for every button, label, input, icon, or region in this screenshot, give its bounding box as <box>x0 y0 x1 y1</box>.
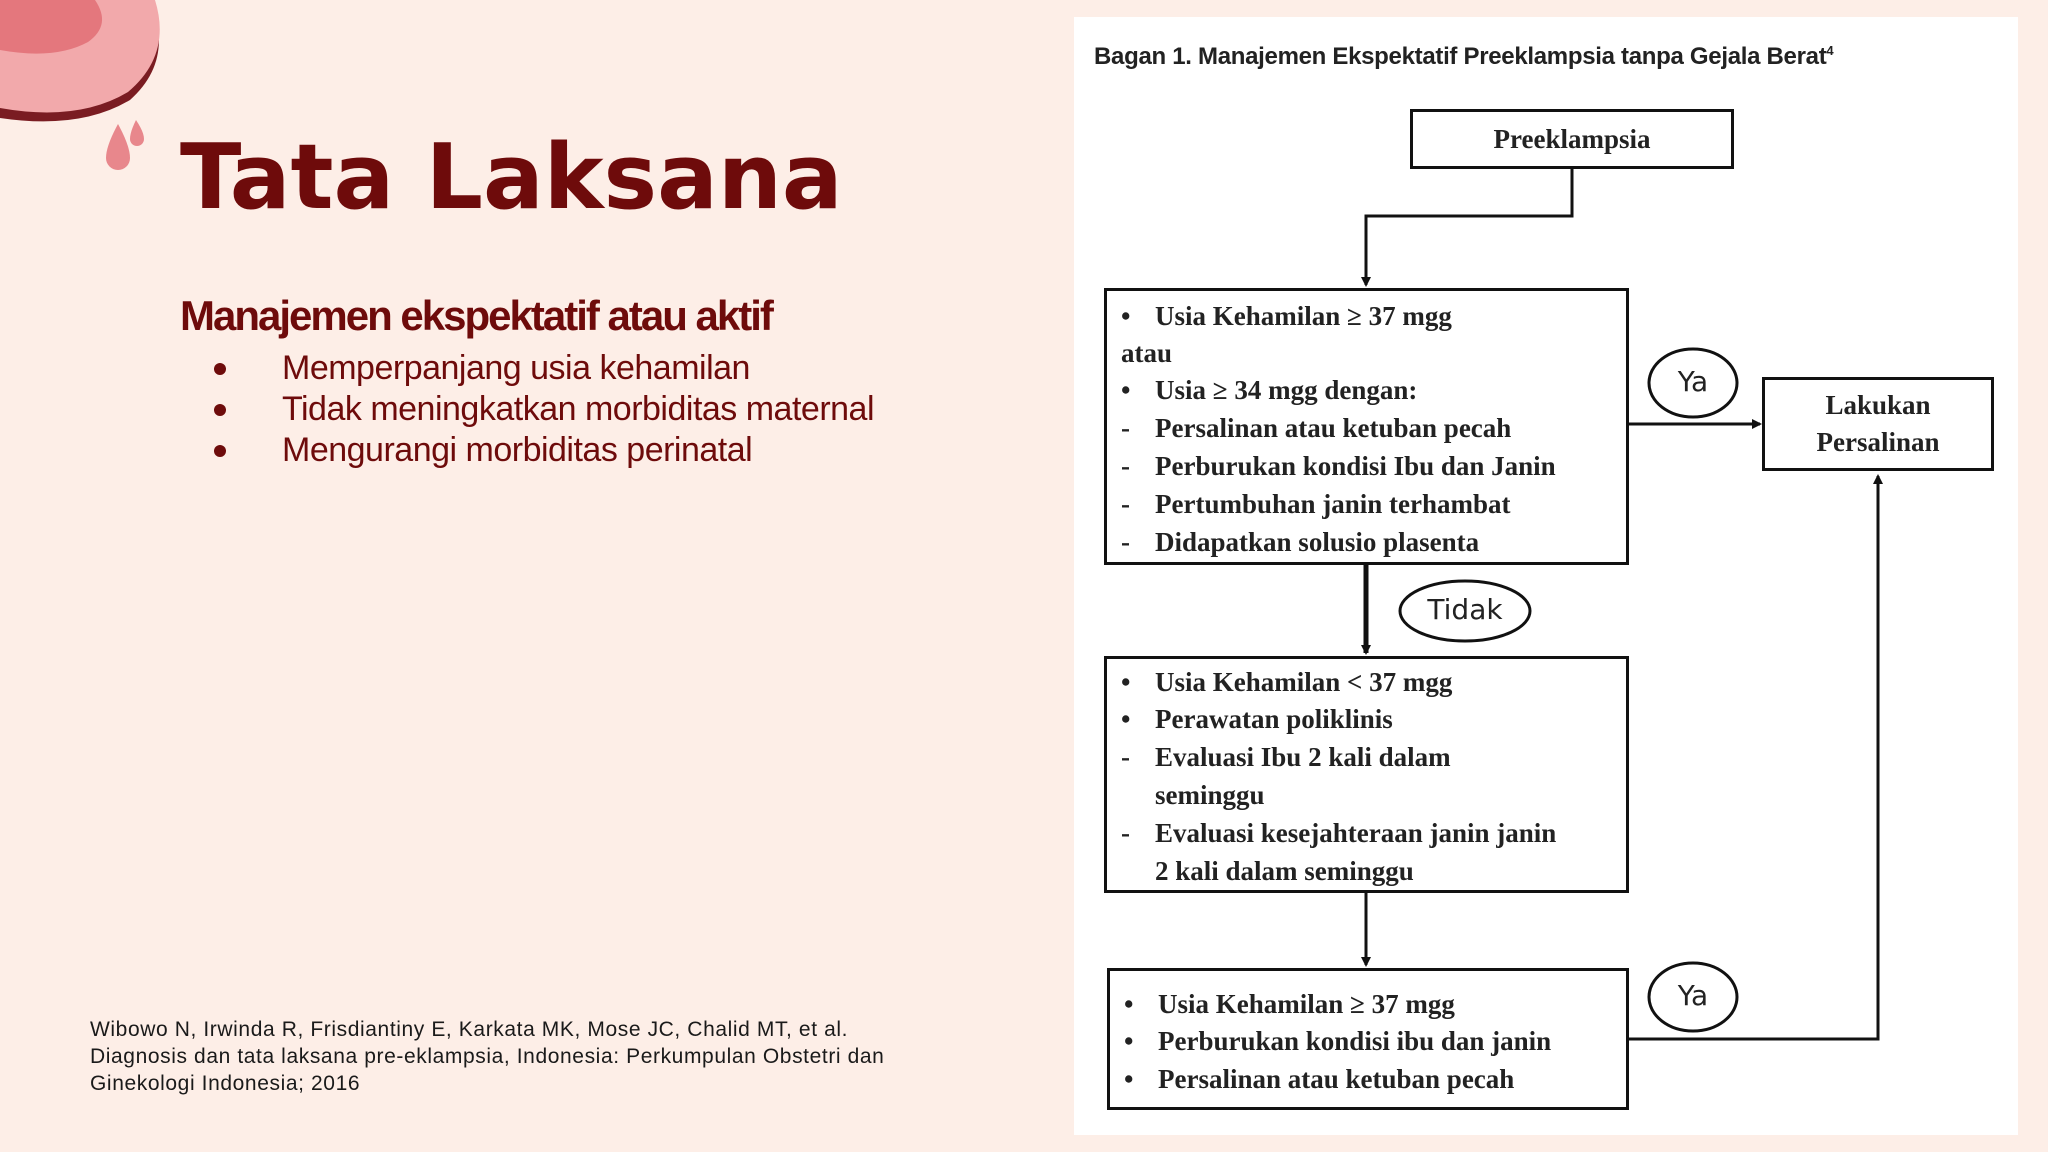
line-text: seminggu <box>1155 780 1265 810</box>
line-text: Perawatan poliklinis <box>1155 704 1393 734</box>
yes-label: Ya <box>1677 979 1709 1012</box>
bullet-item: Mengurangi morbiditas perinatal <box>210 430 874 471</box>
box-line: • Usia Kehamilan ≥ 37 mgg <box>1121 301 1452 331</box>
box-line: -Didapatkan solusio plasenta <box>1121 527 1479 557</box>
start-box: Preeklampsia <box>1410 109 1734 169</box>
line-marker: - <box>1121 527 1130 557</box>
line-text: Perburukan kondisi Ibu dan Janin <box>1155 451 1556 481</box>
line-text: Usia Kehamilan < 37 mgg <box>1155 667 1453 697</box>
box-line: -Evaluasi kesejahteraan janin janin <box>1121 818 1556 848</box>
box-line: -Perburukan kondisi Ibu dan Janin <box>1121 451 1556 481</box>
line-text: Didapatkan solusio plasenta <box>1155 527 1480 557</box>
line-text: Evaluasi Ibu 2 kali dalam <box>1155 742 1451 772</box>
bullet-text: Memperpanjang usia kehamilan <box>282 349 750 387</box>
box-line: • Perawatan poliklinis <box>1121 704 1393 734</box>
line-marker: - <box>1121 489 1130 519</box>
line-text: Evaluasi kesejahteraan janin janin <box>1155 818 1557 848</box>
no-oval <box>1398 579 1532 643</box>
bullet-dot <box>214 445 226 457</box>
bullet-dot <box>214 363 226 375</box>
line-text: Perburukan kondisi ibu dan janin <box>1158 1026 1552 1056</box>
flowchart-title-text: Bagan 1. Manajemen Ekspektatif Preeklamp… <box>1094 43 1827 70</box>
bullet-text: Mengurangi morbiditas perinatal <box>282 431 753 469</box>
condition-box-2: • Usia Kehamilan < 37 mgg • Perawatan poli… <box>1104 656 1629 893</box>
page-title: Tata Laksana <box>180 125 843 230</box>
section-subtitle: Manajemen ekspektatif atau aktif <box>180 292 774 339</box>
yes-label: Ya <box>1677 365 1709 398</box>
line-marker: - <box>1121 818 1130 848</box>
line-text: Usia Kehamilan ≥ 37 mgg <box>1155 301 1452 331</box>
line-text: Persalinan atau ketuban pecah <box>1158 1064 1515 1094</box>
yes-oval-2 <box>1647 961 1739 1033</box>
bullet-list: Memperpanjang usia kehamilan Tidak menin… <box>210 348 875 471</box>
no-label: Tidak <box>1427 593 1503 626</box>
start-label: Preeklampsia <box>1493 124 1651 154</box>
citation: Wibowo N, Irwinda R, Frisdiantiny E, Kar… <box>90 1016 990 1097</box>
bullet-item: Memperpanjang usia kehamilan <box>210 348 874 389</box>
bullet-dot <box>214 404 226 416</box>
citation-line: Wibowo N, Irwinda R, Frisdiantiny E, Kar… <box>90 1018 849 1041</box>
flowchart-title: Bagan 1. Manajemen Ekspektatif Preeklamp… <box>1094 43 1834 71</box>
line-marker: • <box>1124 1064 1134 1094</box>
line-marker: • <box>1124 989 1134 1019</box>
box-line: • Perburukan kondisi ibu dan janin <box>1124 1026 1551 1056</box>
line-text: Pertumbuhan janin terhambat <box>1155 489 1511 519</box>
box-line: • Usia ≥ 34 mgg dengan: <box>1121 375 1417 405</box>
line-text: Persalinan atau ketuban pecah <box>1155 413 1512 443</box>
decorative-blob <box>0 0 160 122</box>
line-text: Usia Kehamilan ≥ 37 mgg <box>1158 989 1455 1019</box>
box-line: seminggu <box>1121 780 1265 810</box>
box-line: -Persalinan atau ketuban pecah <box>1121 413 1511 443</box>
line-marker: - <box>1121 742 1130 772</box>
box-line: • Usia Kehamilan < 37 mgg <box>1121 667 1452 697</box>
box-line: • Usia Kehamilan ≥ 37 mgg <box>1124 989 1455 1019</box>
outcome-label: Lakukan <box>1825 390 1931 420</box>
box-line: 2 kali dalam seminggu <box>1121 856 1414 886</box>
water-drop-icon <box>106 120 144 170</box>
line-marker: • <box>1124 1026 1134 1056</box>
citation-line: Ginekologi Indonesia; 2016 <box>90 1072 361 1095</box>
flowchart-connectors <box>1361 169 1883 1041</box>
line-marker: • <box>1121 704 1131 734</box>
line-text: 2 kali dalam seminggu <box>1155 856 1414 886</box>
line-marker: - <box>1121 413 1130 443</box>
line-marker: • <box>1121 667 1131 697</box>
line-text: Usia ≥ 34 mgg dengan: <box>1155 375 1418 405</box>
condition-box-3: • Usia Kehamilan ≥ 37 mgg • Perburukan kon… <box>1107 968 1629 1110</box>
bullet-text: Tidak meningkatkan morbiditas maternal <box>282 390 875 428</box>
outcome-box: Lakukan Persalinan <box>1762 377 1994 471</box>
box-line: • Persalinan atau ketuban pecah <box>1124 1064 1514 1094</box>
line-marker: - <box>1121 451 1130 481</box>
box-line: -Pertumbuhan janin terhambat <box>1121 489 1511 519</box>
box-line: -Evaluasi Ibu 2 kali dalam <box>1121 742 1451 772</box>
flowchart-figure: Bagan 1. Manajemen Ekspektatif Preeklamp… <box>1074 17 2018 1135</box>
outcome-label: Persalinan <box>1816 427 1940 457</box>
box-line: atau <box>1121 338 1172 368</box>
bullet-item: Tidak meningkatkan morbiditas maternal <box>210 389 875 430</box>
line-text: atau <box>1121 338 1173 368</box>
line-marker: • <box>1121 375 1131 405</box>
yes-oval-1 <box>1647 347 1739 419</box>
condition-box-1: • Usia Kehamilan ≥ 37 mgg atau • Usia ≥ 34… <box>1104 288 1629 565</box>
line-marker: • <box>1121 301 1131 331</box>
citation-line: Diagnosis dan tata laksana pre-eklampsia… <box>90 1045 885 1068</box>
flowchart-title-sup: 4 <box>1826 43 1834 58</box>
